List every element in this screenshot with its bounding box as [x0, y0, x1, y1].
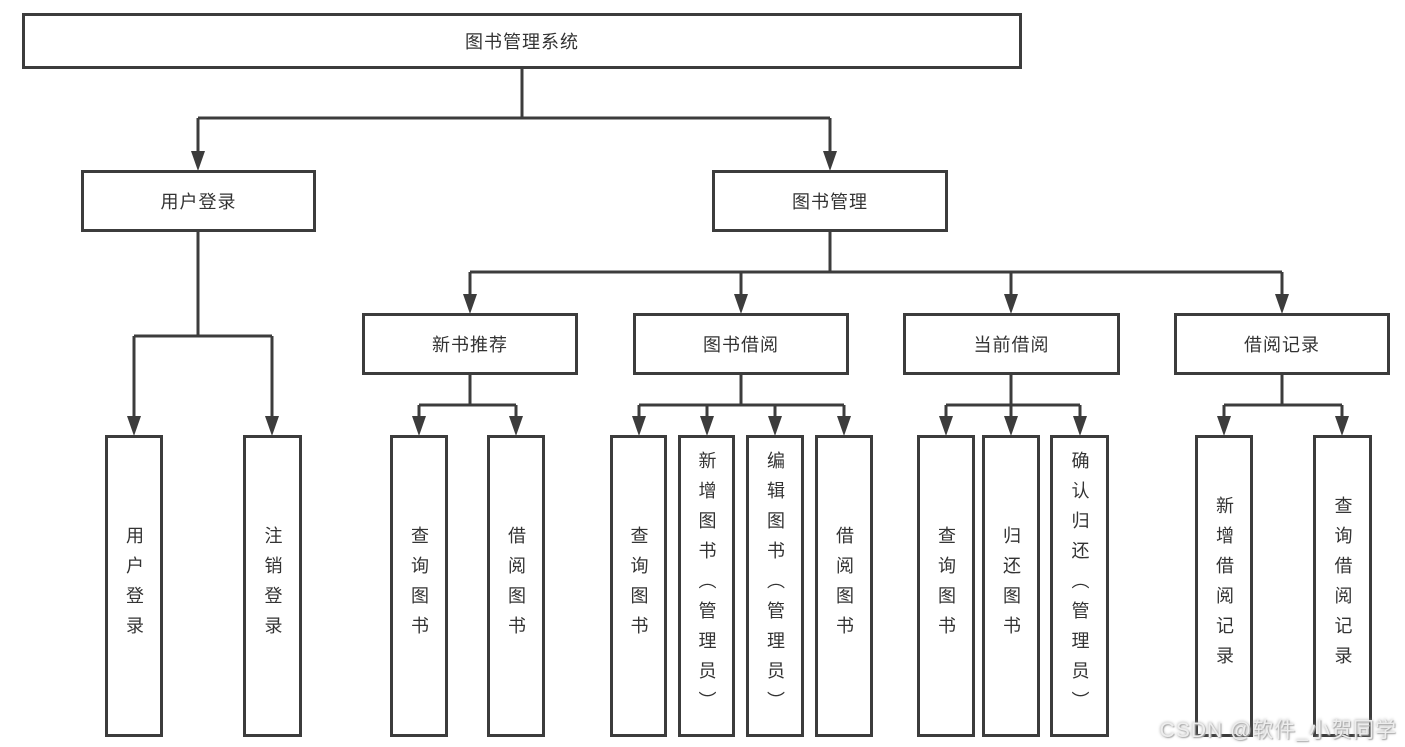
arrowheads [127, 151, 1349, 436]
node-book-borrow-label: 图书借阅 [703, 335, 779, 355]
connector-book-mgmt-to-level3 [468, 232, 1284, 296]
connector-user-login-to-leaves [132, 232, 274, 418]
arrowhead-icon [191, 151, 205, 171]
node-new-book-recommend: 新书推荐 [362, 313, 578, 375]
leaf-borrow-add-books-admin: 新增图书（管理员） [678, 435, 735, 737]
leaf-borrow-borrow-books-label: 借阅图书 [834, 526, 854, 646]
leaf-borrow-query-books: 查询图书 [610, 435, 667, 737]
leaf-current-return-books: 归还图书 [982, 435, 1040, 737]
arrowhead-icon [700, 416, 714, 436]
arrowhead-icon [509, 416, 523, 436]
leaf-borrow-query-books-label: 查询图书 [628, 526, 649, 646]
leaf-borrow-add-books-admin-label: 新增图书（管理员） [696, 451, 717, 721]
node-root-library-system: 图书管理系统 [22, 13, 1022, 69]
arrowhead-icon [939, 416, 953, 436]
leaf-logout: 注销登录 [243, 435, 302, 737]
connector-current-borrow-to-leaves [944, 375, 1082, 418]
node-book-borrow: 图书借阅 [633, 313, 849, 375]
connector-book-borrow-to-leaves [637, 375, 846, 418]
arrowhead-icon [1275, 294, 1289, 314]
node-new-book-recommend-label: 新书推荐 [432, 335, 508, 355]
node-book-management-branch-label: 图书管理 [792, 192, 868, 212]
connector-root-to-level2 [196, 69, 832, 153]
arrowhead-icon [265, 416, 279, 436]
arrowhead-icon [632, 416, 646, 436]
leaf-borrow-borrow-books: 借阅图书 [815, 435, 873, 737]
arrowhead-icon [1004, 294, 1018, 314]
connector-borrow-record-to-leaves [1222, 375, 1344, 418]
arrowhead-icon [768, 416, 782, 436]
arrowhead-icon [412, 416, 426, 436]
leaf-logout-label: 注销登录 [262, 526, 283, 646]
arrowhead-icon [734, 294, 748, 314]
node-user-login-branch-label: 用户登录 [160, 192, 237, 212]
arrowhead-icon [463, 294, 477, 314]
node-book-management-branch: 图书管理 [712, 170, 948, 232]
arrowhead-icon [823, 151, 837, 171]
leaf-newbook-query-books: 查询图书 [390, 435, 448, 737]
node-current-borrow-label: 当前借阅 [973, 335, 1050, 355]
leaf-current-confirm-return-admin-label: 确认归还（管理员） [1069, 451, 1090, 721]
leaf-borrow-edit-books-admin-label: 编辑图书（管理员） [765, 451, 785, 721]
node-borrow-record: 借阅记录 [1174, 313, 1390, 375]
leaf-record-add-borrow-record-label: 新增借阅记录 [1214, 496, 1234, 676]
leaf-borrow-edit-books-admin: 编辑图书（管理员） [746, 435, 804, 737]
node-current-borrow: 当前借阅 [903, 313, 1120, 375]
leaf-newbook-query-books-label: 查询图书 [409, 526, 429, 646]
leaf-current-query-books: 查询图书 [917, 435, 975, 737]
leaf-record-query-borrow-record-label: 查询借阅记录 [1332, 496, 1353, 676]
arrowhead-icon [1004, 416, 1018, 436]
leaf-record-add-borrow-record: 新增借阅记录 [1195, 435, 1253, 737]
watermark: CSDN @软件_小贺同学 [1159, 719, 1397, 742]
leaf-user-login: 用户登录 [105, 435, 163, 737]
arrowhead-icon [1073, 416, 1087, 436]
arrowhead-icon [127, 416, 141, 436]
leaf-current-return-books-label: 归还图书 [1001, 526, 1021, 646]
arrowhead-icon [1217, 416, 1231, 436]
arrowhead-icon [837, 416, 851, 436]
node-root-label: 图书管理系统 [465, 32, 579, 52]
leaf-current-confirm-return-admin: 确认归还（管理员） [1050, 435, 1109, 737]
node-borrow-record-label: 借阅记录 [1244, 335, 1320, 355]
leaf-newbook-borrow-books-label: 借阅图书 [506, 526, 526, 646]
leaf-current-query-books-label: 查询图书 [936, 526, 956, 646]
connector-new-book-to-leaves [417, 375, 518, 418]
arrowhead-icon [1335, 416, 1349, 436]
leaf-user-login-label: 用户登录 [124, 526, 144, 646]
leaf-record-query-borrow-record: 查询借阅记录 [1313, 435, 1372, 737]
leaf-newbook-borrow-books: 借阅图书 [487, 435, 545, 737]
node-user-login-branch: 用户登录 [81, 170, 316, 232]
